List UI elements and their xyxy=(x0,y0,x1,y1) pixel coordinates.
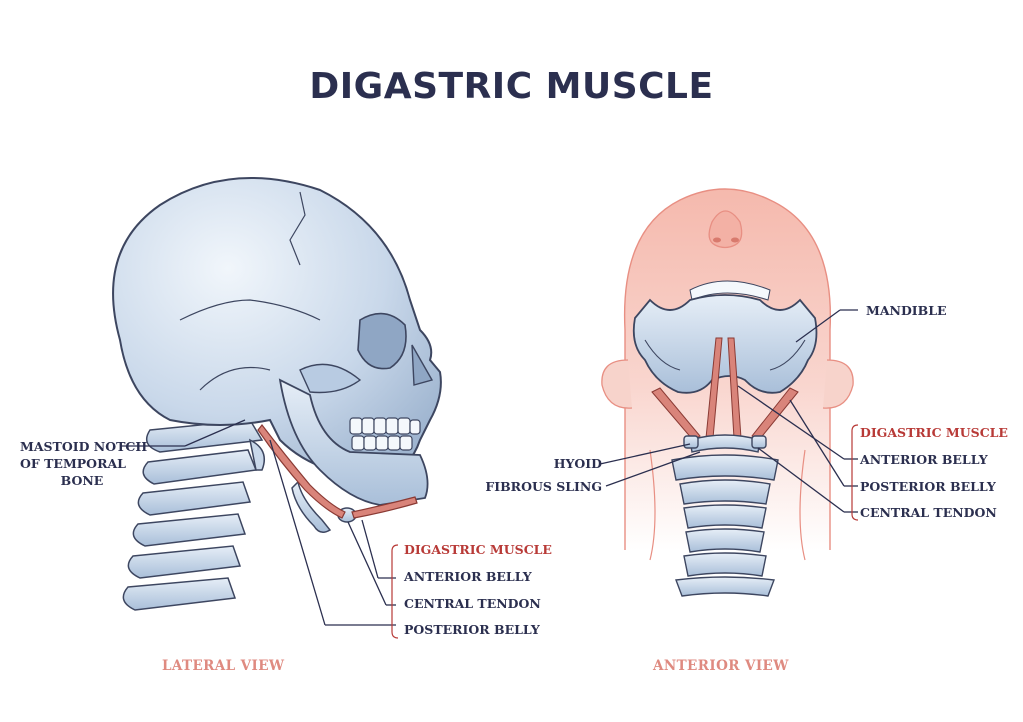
anterior-central-tendon-label: CENTRAL TENDON xyxy=(860,505,997,520)
mandible-label: MANDIBLE xyxy=(866,303,947,318)
lateral-anterior-belly-label: ANTERIOR BELLY xyxy=(404,569,532,584)
mastoid-label-line-2: OF TEMPORAL xyxy=(20,456,126,471)
teeth-anterior xyxy=(689,280,771,301)
lateral-central-tendon-label: CENTRAL TENDON xyxy=(404,596,541,611)
digastric-muscle-lateral xyxy=(257,424,418,519)
lateral-group-title: DIGASTRIC MUSCLE xyxy=(404,542,552,557)
skull-lateral xyxy=(112,177,442,482)
mastoid-notch-label: MASTOID NOTCH OF TEMPORAL BONE xyxy=(20,438,148,489)
hyoid-label: HYOID xyxy=(553,456,602,471)
lateral-view-label: LATERAL VIEW xyxy=(162,658,285,674)
lateral-posterior-belly-label: POSTERIOR BELLY xyxy=(404,622,540,637)
anterior-anterior-belly-label: ANTERIOR BELLY xyxy=(860,452,988,467)
mandible-lateral xyxy=(278,378,429,506)
hyoid-anterior xyxy=(683,434,767,453)
anterior-posterior-belly-label: POSTERIOR BELLY xyxy=(860,479,996,494)
anterior-view-label: ANTERIOR VIEW xyxy=(653,658,789,674)
mastoid-label-line-1: MASTOID NOTCH xyxy=(20,439,148,454)
anterior-group-title: DIGASTRIC MUSCLE xyxy=(860,425,1008,440)
page-title: DIGASTRIC MUSCLE xyxy=(309,66,714,107)
mandible-anterior xyxy=(632,294,818,394)
cervical-spine-anterior xyxy=(671,454,779,597)
fibrous-sling-label: FIBROUS SLING xyxy=(485,479,602,494)
mastoid-label-line-3: BONE xyxy=(60,473,104,488)
lateral-leader-lines xyxy=(120,419,399,639)
digastric-muscle-anterior xyxy=(651,337,799,441)
cervical-spine-lateral xyxy=(122,419,265,611)
anterior-leader-lines xyxy=(599,309,859,521)
